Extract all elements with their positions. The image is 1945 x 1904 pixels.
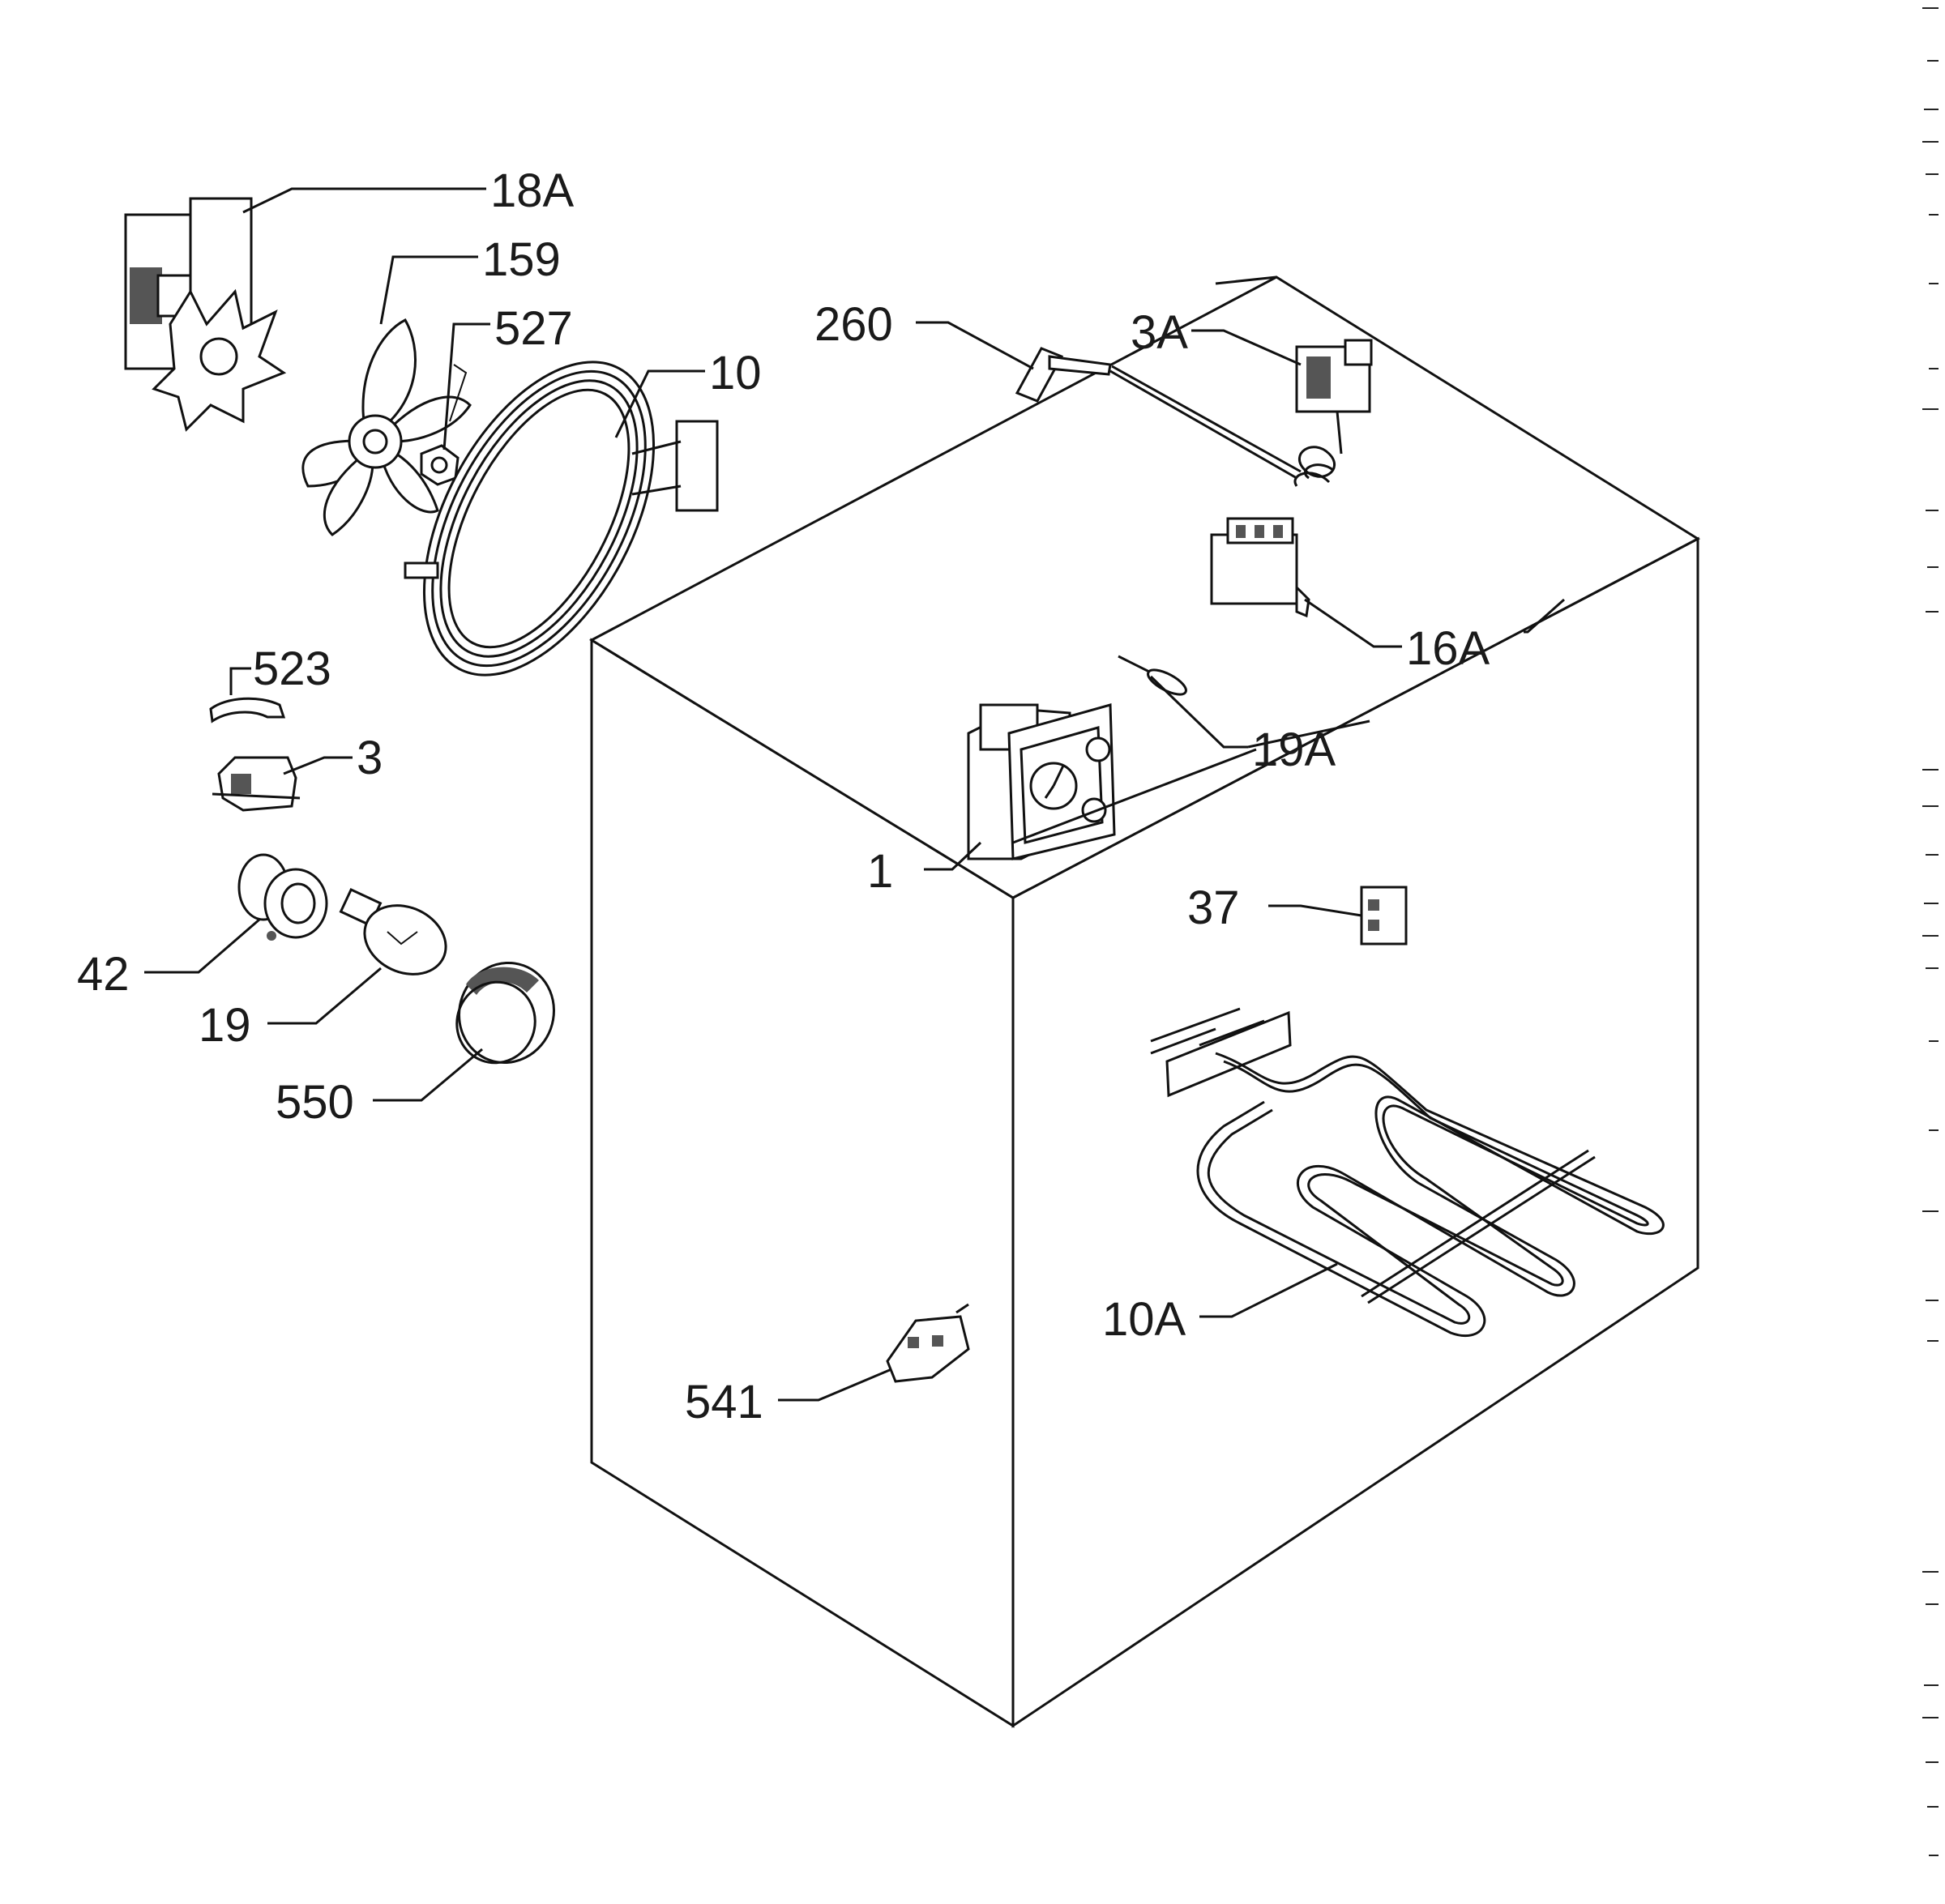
oven-cavity-box	[588, 275, 1701, 1728]
callout-19A: 19A	[1252, 724, 1336, 776]
part-523-clip	[209, 697, 286, 724]
callout-550: 550	[276, 1076, 354, 1129]
part-541-terminal-block	[886, 1303, 970, 1383]
callout-19: 19	[199, 999, 251, 1052]
callout-523: 523	[253, 642, 331, 695]
callout-16A: 16A	[1406, 622, 1490, 675]
part-3A-thermostat	[1293, 339, 1373, 487]
part-527-nut	[420, 364, 468, 486]
part-10A-grill-element	[1150, 1007, 1665, 1338]
leader-lines	[144, 187, 1565, 1402]
part-260-sensor-probe	[1015, 347, 1302, 480]
callout-3A: 3A	[1131, 306, 1188, 359]
callout-labels: 18A 159 527 10 260 3A 16A 19A 523 3 1 37…	[77, 164, 1490, 1428]
part-10-circular-element	[404, 361, 719, 677]
part-42-lamp-socket	[237, 853, 328, 941]
part-37-micro-switch	[1360, 886, 1408, 946]
callout-10A: 10A	[1102, 1293, 1186, 1346]
callout-10: 10	[709, 347, 762, 399]
callout-42: 42	[77, 948, 130, 1001]
part-18A-fan-motor	[124, 197, 287, 432]
callout-37: 37	[1187, 882, 1240, 934]
callout-18A: 18A	[490, 164, 575, 217]
part-19-lamp-bulb	[339, 887, 447, 975]
callout-541: 541	[685, 1376, 763, 1428]
part-3-lamp-holder	[212, 756, 301, 812]
part-159-fan-blade	[301, 318, 472, 536]
part-550-lamp-cover	[455, 961, 555, 1065]
callout-1: 1	[867, 845, 893, 898]
right-margin-ticks	[1922, 7, 1939, 1856]
callout-260: 260	[814, 298, 893, 351]
part-16A-selector-switch	[1210, 517, 1310, 618]
callout-3: 3	[357, 732, 383, 784]
callout-159: 159	[482, 233, 561, 286]
callout-527: 527	[494, 302, 573, 355]
part-1-timer-clock	[967, 703, 1116, 860]
